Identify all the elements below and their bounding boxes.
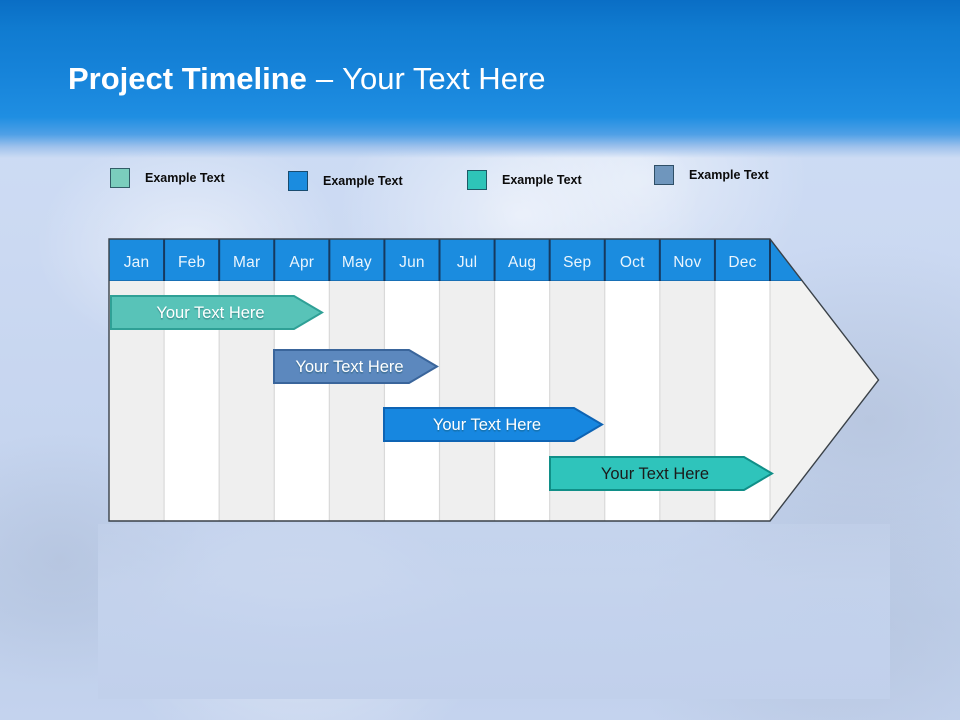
month-label: Dec — [728, 254, 756, 271]
legend-label: Example Text — [323, 174, 403, 188]
grid-column — [439, 281, 495, 521]
legend-label: Example Text — [502, 173, 582, 187]
timeline-bar: Your Text Here — [110, 295, 324, 330]
bar-label: Your Text Here — [295, 358, 403, 376]
title-bold-text: Project Timeline — [68, 61, 307, 96]
timeline-bar-shape — [549, 456, 774, 491]
month-label: Apr — [289, 254, 314, 271]
timeline-bar-shape — [273, 349, 439, 384]
timeline-bar-shape — [383, 407, 604, 442]
legend-swatch-turquoise — [467, 170, 487, 190]
legend-label: Example Text — [689, 168, 769, 182]
legend-item: Example Text — [288, 171, 403, 191]
timeline-bar: Your Text Here — [549, 456, 774, 491]
legend-label: Example Text — [145, 171, 225, 185]
month-label: May — [342, 254, 372, 271]
month-label: Feb — [178, 254, 205, 271]
month-label: Mar — [233, 254, 260, 271]
slide-title: Project Timeline–Your Text Here — [68, 60, 928, 98]
month-label: Oct — [620, 254, 645, 271]
month-label: Jul — [457, 254, 477, 271]
legend-item: Example Text — [467, 170, 582, 190]
title-separator: – — [315, 61, 334, 96]
timeline-bar: Your Text Here — [273, 349, 439, 384]
timeline-bar: Your Text Here — [383, 407, 604, 442]
timeline-arrow-chart: Jan Feb Mar Apr May Jun Jul Aug Sep Oct Nov DecYour… — [108, 238, 880, 522]
grid-column — [494, 281, 550, 521]
bar-label: Your Text Here — [601, 465, 709, 483]
bar-label: Your Text Here — [433, 416, 541, 434]
timeline-bar-shape — [110, 295, 324, 330]
grid-column — [329, 281, 385, 521]
timeline-reflection — [108, 525, 880, 695]
legend-item: Example Text — [110, 168, 225, 188]
title-band — [0, 0, 960, 158]
month-label: Jun — [399, 254, 425, 271]
title-placeholder-text: Your Text Here — [342, 61, 546, 96]
timeline-arrow-outline — [108, 238, 880, 522]
month-label: Sep — [563, 254, 591, 271]
reflection-fade-overlay — [98, 524, 890, 699]
legend-swatch-steel-blue — [654, 165, 674, 185]
legend-swatch-blue — [288, 171, 308, 191]
bar-label: Your Text Here — [156, 304, 264, 322]
grid-column — [384, 281, 440, 521]
month-label: Aug — [508, 254, 536, 271]
month-label: Nov — [673, 254, 701, 271]
legend-swatch-teal-light — [110, 168, 130, 188]
legend-item: Example Text — [654, 165, 769, 185]
month-label: Jan — [124, 254, 150, 271]
